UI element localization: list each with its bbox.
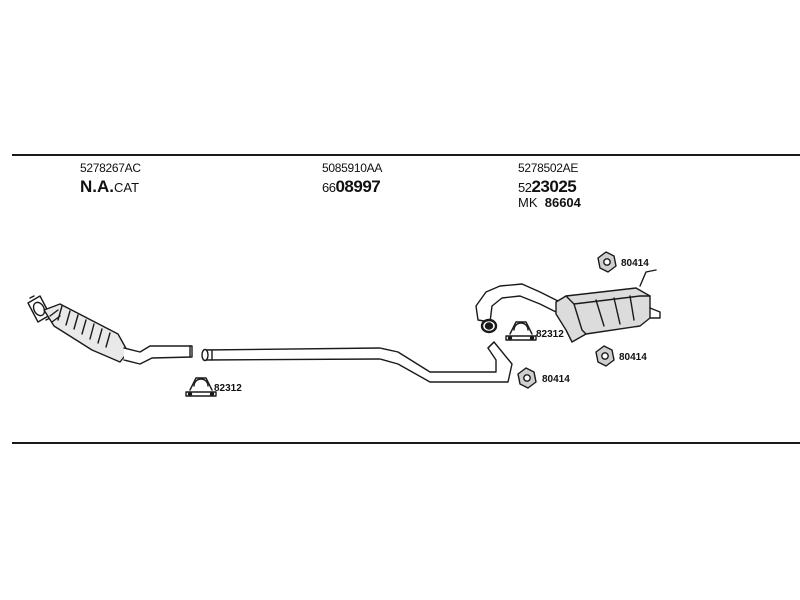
rear-pipe-bend [475, 283, 561, 334]
section-3-kit-prefix: MK [518, 195, 538, 210]
section-3-number: 5223025 [518, 177, 577, 196]
section-2-number: 6608997 [322, 177, 381, 196]
clamp-icon [185, 377, 217, 397]
section-2-prefix: 66 [322, 180, 336, 195]
section-3-main: 23025 [531, 177, 577, 196]
section-3-prefix: 52 [518, 180, 532, 195]
section-2-main: 08997 [335, 177, 381, 196]
section-2-code: 5085910AA [322, 161, 383, 175]
middle-pipe [201, 341, 513, 383]
section-3-kit-number: 86604 [544, 195, 581, 210]
part-label-clamp-left: 82312 [214, 383, 242, 394]
part-label-clamp-right: 82312 [536, 329, 564, 340]
top-rule [12, 154, 800, 156]
part-label-hanger-bottom: 80414 [619, 352, 647, 363]
part-label-hanger-top: 80414 [621, 258, 649, 269]
rubber-hanger-icon [595, 345, 615, 367]
rubber-hanger-icon [597, 251, 617, 273]
section-1-code: 5278267AC [80, 161, 141, 175]
bottom-rule [12, 442, 800, 444]
rear-silencer [555, 269, 661, 343]
clamp-icon [505, 321, 537, 341]
section-3-code: 5278502AE [518, 161, 579, 175]
section-3-kit: MK 86604 [518, 196, 581, 209]
section-1-name-bold: N.A. [80, 177, 114, 196]
catalytic-converter [43, 303, 193, 365]
section-1-name-rest: CAT [114, 180, 140, 195]
rubber-hanger-icon [517, 367, 537, 389]
part-label-hanger-mid: 80414 [542, 374, 570, 385]
section-1-name: N.A.CAT [80, 178, 139, 196]
